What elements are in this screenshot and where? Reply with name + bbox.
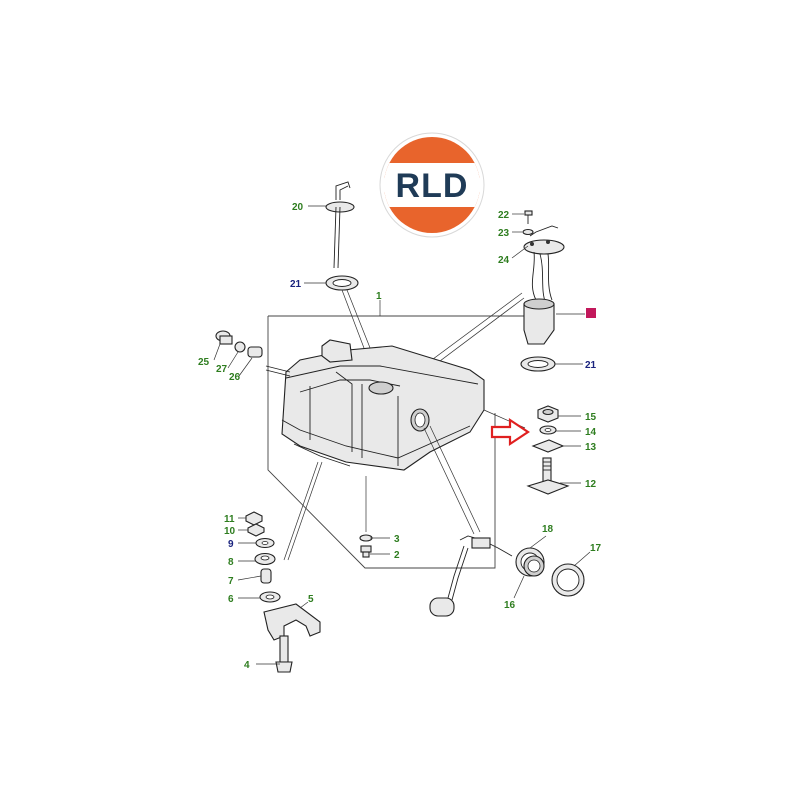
part-17-locking-ring <box>551 563 585 597</box>
part-21-seal-ring-top <box>325 275 359 291</box>
part-2-drain-plug <box>360 545 372 558</box>
part-21-seal-ring-right <box>520 356 556 372</box>
part-10-washer <box>247 523 265 537</box>
leader-lines <box>213 205 591 665</box>
callout-14: 14 <box>585 427 597 438</box>
callout-3: 3 <box>394 534 400 545</box>
callout-7: 7 <box>228 576 234 587</box>
part-11-nut <box>245 511 263 526</box>
part-16-sender-seal <box>515 547 545 577</box>
part-27-washer <box>234 341 246 353</box>
callout-24: 24 <box>498 255 510 266</box>
part-15-nut <box>537 405 559 423</box>
part-23-washer <box>522 228 534 236</box>
part-19-fuel-pump-module <box>523 225 565 345</box>
callout-16: 16 <box>504 600 516 611</box>
callout-22: 22 <box>498 210 510 221</box>
callout-labels: 1 2 3 4 5 6 7 8 9 10 11 12 13 14 15 16 1… <box>198 202 602 671</box>
part-26-bush <box>247 346 263 358</box>
callout-4: 4 <box>244 660 250 671</box>
callout-27: 27 <box>216 364 228 375</box>
callout-8: 8 <box>228 557 234 568</box>
part-22-screw <box>524 210 533 224</box>
part-4-bolt <box>275 635 293 673</box>
part-7-spacer <box>260 568 272 584</box>
part-18-fuel-sender <box>429 535 513 617</box>
callout-17: 17 <box>590 543 602 554</box>
part-5-bracket <box>263 603 321 641</box>
part-25-nut <box>215 330 233 345</box>
callout-5: 5 <box>308 594 314 605</box>
part-13-plate <box>531 439 565 453</box>
rld-logo: RLD <box>379 132 485 238</box>
assembly-frame <box>268 308 528 317</box>
callout-12: 12 <box>585 479 597 490</box>
callout-10: 10 <box>224 526 236 537</box>
highlight-arrow <box>490 417 530 447</box>
part-20-pickup-tube <box>325 181 355 269</box>
part-6-washer <box>259 591 281 603</box>
callout-20: 20 <box>292 202 304 213</box>
part-1-fuel-tank <box>265 339 485 471</box>
callout-18: 18 <box>542 524 554 535</box>
callout-11: 11 <box>224 514 235 525</box>
logo-text: RLD <box>396 167 469 205</box>
callout-26: 26 <box>229 372 241 383</box>
callout-13: 13 <box>585 442 597 453</box>
callout-6: 6 <box>228 594 234 605</box>
callout-21-top: 21 <box>290 279 302 290</box>
callout-25: 25 <box>198 357 210 368</box>
callout-2: 2 <box>394 550 400 561</box>
callout-15: 15 <box>585 412 597 423</box>
callout-1: 1 <box>376 291 382 302</box>
part-12-stud-bracket <box>526 457 570 495</box>
callout-9: 9 <box>228 539 234 550</box>
part-14-washer <box>539 425 557 435</box>
part-9-washer <box>255 537 275 549</box>
part-8-bush <box>254 552 276 566</box>
highlight-box-19 <box>586 308 596 318</box>
callout-23: 23 <box>498 228 510 239</box>
callout-21-right: 21 <box>585 360 597 371</box>
